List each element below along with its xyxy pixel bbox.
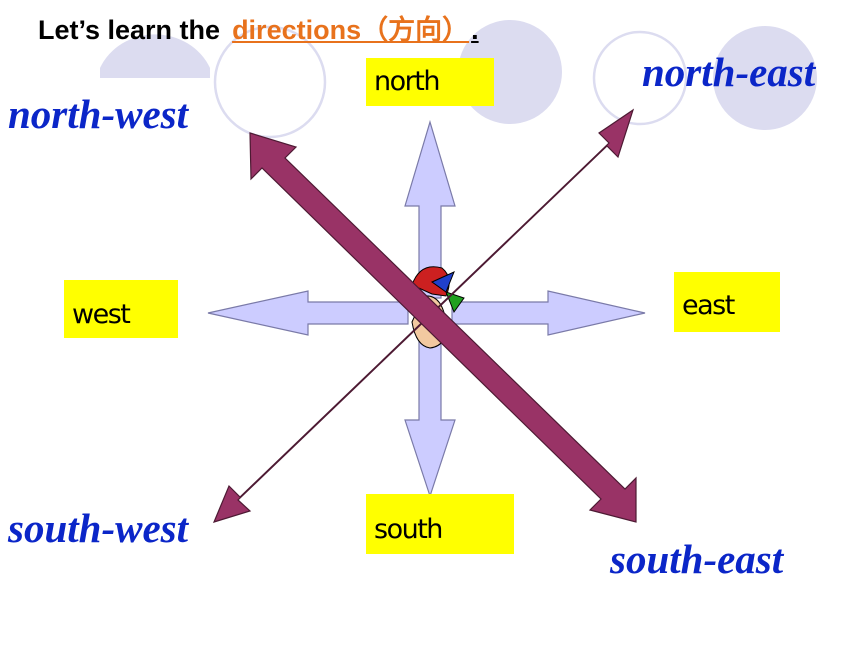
bg-half-circle <box>100 34 210 78</box>
label-box-west: west <box>64 280 178 338</box>
label-south: south <box>374 514 443 545</box>
title-suffix: . <box>471 15 479 45</box>
bg-ring <box>592 30 688 126</box>
label-south-west: south-west <box>8 505 188 551</box>
title-prefix: Let’s learn the <box>38 15 221 45</box>
south-arrow <box>404 337 456 498</box>
label-south-east: south-east <box>610 536 784 582</box>
label-west: west <box>72 299 131 330</box>
label-east: east <box>682 290 735 321</box>
nw-se-arrow <box>249 132 637 523</box>
bg-ring <box>213 25 327 139</box>
ne-sw-arrow <box>212 108 635 523</box>
label-north-west: north-west <box>8 91 188 137</box>
diagonal-arrows <box>212 108 637 523</box>
east-arrow <box>451 290 646 336</box>
label-north: north <box>374 66 440 97</box>
label-north-east: north-east <box>642 49 816 95</box>
title-keyword: directions（方向） <box>232 15 470 45</box>
label-box-north: north <box>366 58 494 106</box>
label-box-east: east <box>674 272 780 332</box>
bg-circle <box>713 26 817 130</box>
west-arrow <box>207 290 409 336</box>
label-box-south: south <box>366 494 514 554</box>
page-title: Let’s learn the directions（方向）. <box>38 8 479 47</box>
